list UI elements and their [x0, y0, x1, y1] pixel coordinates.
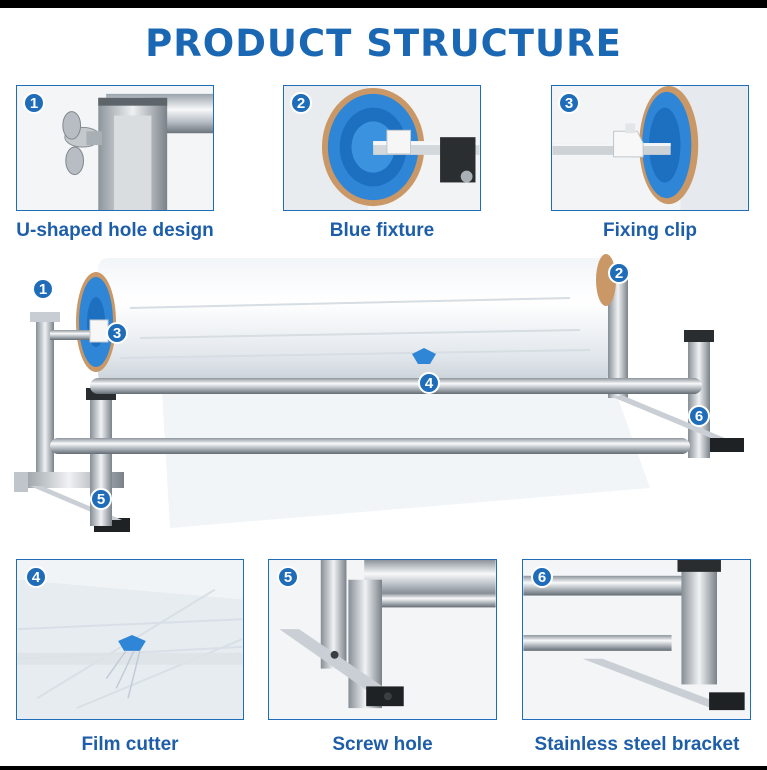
main-marker-6: 6 — [688, 405, 710, 427]
caption-stainless-bracket: Stainless steel bracket — [534, 734, 740, 755]
caption-u-shaped-hole: U-shaped hole design — [16, 220, 214, 241]
caption-screw-hole: Screw hole — [332, 734, 433, 755]
main-marker-2: 2 — [608, 262, 630, 284]
caption-fixing-clip: Fixing clip — [603, 220, 697, 241]
main-dispenser-illustration: 1 2 3 4 5 6 — [10, 238, 757, 550]
marker-badge-2: 2 — [290, 92, 312, 114]
detail-panel-screw-hole: 5 — [268, 559, 497, 720]
detail-panel-blue-fixture: 2 — [283, 85, 481, 211]
main-marker-3: 3 — [106, 322, 128, 344]
film-roll-dispenser-icon — [14, 254, 744, 532]
main-marker-1: 1 — [32, 278, 54, 300]
film-cutter-closeup-icon — [17, 560, 243, 719]
main-marker-4: 4 — [418, 372, 440, 394]
marker-badge-5: 5 — [277, 566, 299, 588]
u-bracket-closeup-icon — [17, 86, 213, 210]
page-title: PRODUCT STRUCTURE — [145, 22, 622, 65]
marker-badge-6: 6 — [531, 566, 553, 588]
steel-bracket-closeup-icon — [523, 560, 750, 719]
detail-panel-film-cutter: 4 — [16, 559, 244, 720]
fixing-clip-closeup-icon — [552, 86, 748, 210]
detail-panel-u-shaped-hole: 1 — [16, 85, 214, 211]
marker-badge-4: 4 — [25, 566, 47, 588]
marker-badge-1: 1 — [23, 92, 45, 114]
marker-badge-3: 3 — [558, 92, 580, 114]
blue-fixture-closeup-icon — [284, 86, 480, 210]
detail-panel-stainless-bracket: 6 — [522, 559, 751, 720]
caption-film-cutter: Film cutter — [81, 734, 179, 755]
caption-blue-fixture: Blue fixture — [329, 220, 435, 241]
top-border — [0, 0, 767, 8]
screw-hole-closeup-icon — [269, 560, 496, 719]
detail-panel-fixing-clip: 3 — [551, 85, 749, 211]
main-marker-5: 5 — [90, 488, 112, 510]
